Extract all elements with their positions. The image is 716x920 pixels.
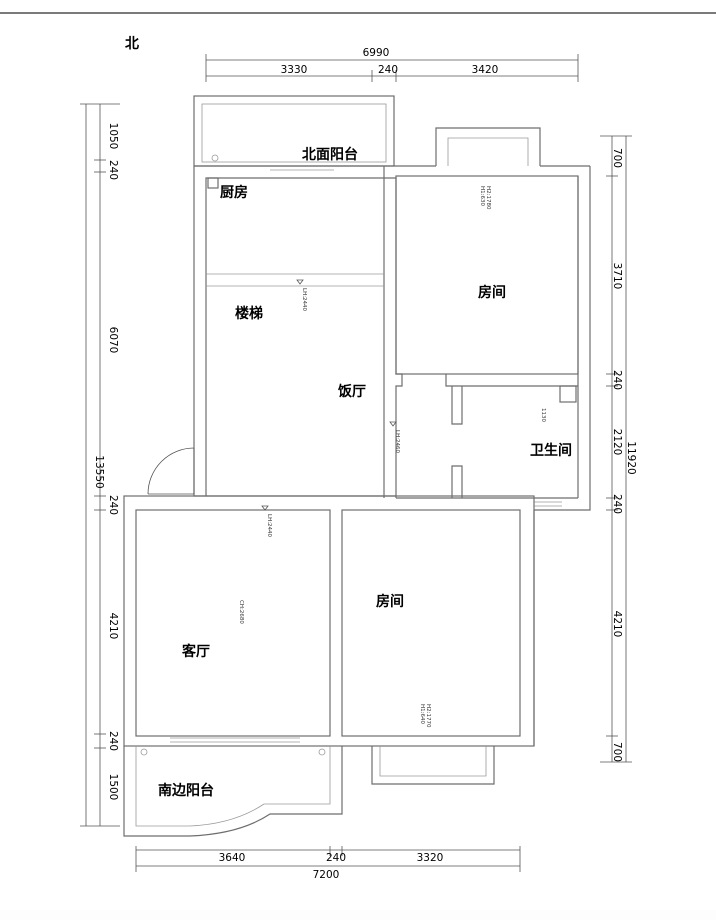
dim-right-2: 3710 [611,263,623,290]
lh-marker-stairs [296,279,304,285]
note-se-window-h1: H1:640 [419,704,425,724]
lh-marker-dining [389,421,397,427]
note-bath-dim: 1130 [540,408,546,422]
dim-left-3: 6070 [107,327,119,354]
label-room-ne: 房间 [478,284,506,301]
note-ne-window-h2: H2:1780 [485,186,491,210]
bottom-status-strip [0,910,716,920]
dim-left-7: 1500 [107,774,119,801]
bathroom-shaft [559,385,577,403]
south-block-outline [123,495,535,747]
label-south-balcony: 南边阳台 [158,782,214,799]
kitchen-flue [207,177,219,189]
ne-balcony-outline [435,127,541,166]
se-balcony-outline [371,746,495,785]
north-indicator: 北 [125,36,139,52]
dim-right-7: 700 [611,742,623,762]
top-toolbar-strip [0,0,716,14]
label-dining: 饭厅 [337,383,366,400]
label-living: 客厅 [181,643,210,660]
label-room-se: 房间 [376,593,404,610]
note-living-lh: LH:2440 [266,514,272,538]
note-se-window-h2: H2:1770 [425,704,431,728]
walls [123,95,591,837]
lh-marker-living [261,505,269,511]
dim-right-3: 240 [611,370,623,390]
dim-left-5: 4210 [107,613,119,640]
north-balcony-inner [201,103,387,163]
dim-bottom-b: 240 [326,852,346,864]
label-bathroom: 卫生间 [530,442,572,459]
label-stairs: 楼梯 [235,305,263,322]
dim-top-c: 3420 [472,64,499,76]
dim-bottom-a: 3640 [219,852,246,864]
note-stairs-lh: LH:2440 [301,288,307,312]
dim-bottom-total: 7200 [313,869,340,881]
note-dining-lh: LH:2460 [394,430,400,454]
dim-right-6: 4210 [611,611,623,638]
entry-door-swing [147,447,195,495]
dim-right-4: 2120 [611,429,623,456]
label-north-balcony: 北面阳台 [302,146,358,163]
dim-left-2: 240 [107,160,119,180]
dim-right-5: 240 [611,494,623,514]
north-balcony-outline [193,95,395,167]
dim-left-4: 240 [107,495,119,515]
label-kitchen: 厨房 [220,184,248,201]
west-wing-walls [193,166,385,498]
dim-top-a: 3330 [281,64,308,76]
south-balcony-outline [123,746,343,837]
dim-bottom-c: 3320 [417,852,444,864]
dim-top-b: 240 [378,64,398,76]
note-ne-window-h1: H1:630 [479,186,485,206]
se-room-outline [341,509,521,737]
dim-top-total: 6990 [363,47,390,59]
note-living-ch: CH:2680 [238,600,244,624]
dim-right-total: 11920 [625,441,637,474]
living-room-outline [135,509,331,737]
dim-left-1: 1050 [107,123,119,150]
dim-left-total: 13550 [93,455,105,488]
dim-left-6: 240 [107,731,119,751]
dim-right-1: 700 [611,148,623,168]
bathroom-north-wall [445,374,578,387]
dimension-lines [80,54,632,872]
